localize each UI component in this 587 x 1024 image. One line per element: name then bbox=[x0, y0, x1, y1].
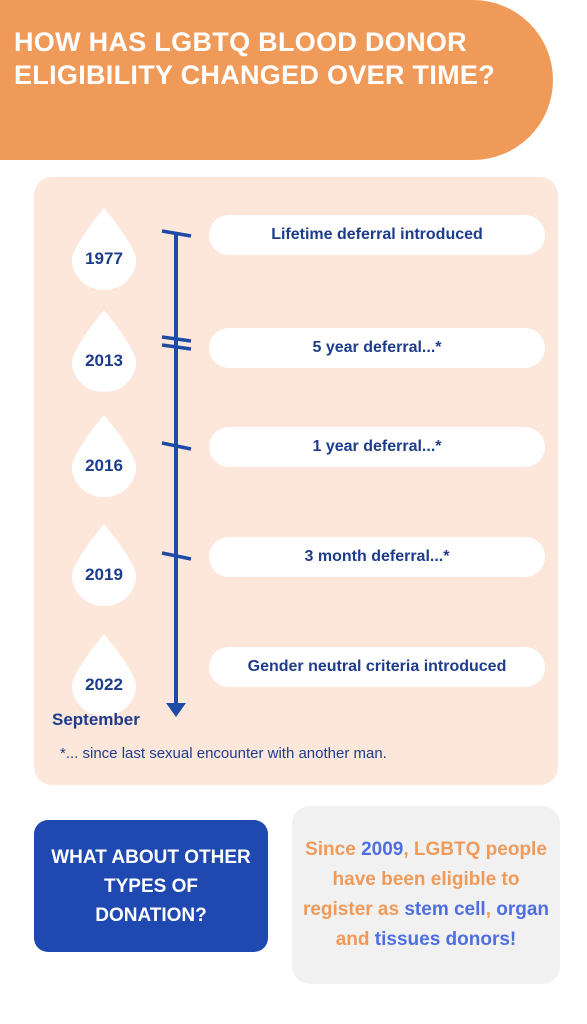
year-label: 2013 bbox=[85, 351, 123, 370]
year-label: 1977 bbox=[85, 249, 123, 268]
info-text-part: , LGBTQ people have been eligible to reg… bbox=[302, 839, 547, 920]
page-title: HOW HAS LGBTQ BLOOD DONOR ELIGIBILITY CH… bbox=[14, 27, 496, 90]
year-drop-2013: 2013 bbox=[72, 308, 136, 392]
year-label: 2016 bbox=[85, 456, 123, 475]
question-text: WHAT ABOUT OTHER TYPES OF DONATION? bbox=[51, 846, 251, 926]
droplet-icon bbox=[72, 634, 136, 716]
year-drop-2016: 2016 bbox=[72, 413, 136, 497]
year-label: 2019 bbox=[85, 565, 123, 584]
event-pill-2016: 1 year deferral...* bbox=[209, 427, 545, 467]
droplet-icon bbox=[72, 310, 136, 392]
droplet-icon bbox=[72, 524, 136, 606]
info-text-part: Since bbox=[305, 839, 362, 860]
footnote: *... since last sexual encounter with an… bbox=[60, 745, 387, 762]
year-label: 2022 bbox=[85, 675, 123, 694]
info-year-highlight: 2009 bbox=[361, 839, 404, 860]
info-box: Since 2009, LGBTQ people have been eligi… bbox=[292, 806, 560, 984]
info-text-part: , bbox=[485, 899, 497, 920]
info-organ-highlight: organ bbox=[496, 899, 550, 920]
droplet-icon bbox=[72, 208, 136, 290]
info-tissues-highlight: tissues donors! bbox=[374, 929, 517, 950]
info-text: Since 2009, LGBTQ people have been eligi… bbox=[301, 835, 551, 955]
question-box: WHAT ABOUT OTHER TYPES OF DONATION? bbox=[34, 820, 268, 952]
event-pill-2022: Gender neutral criteria introduced bbox=[209, 647, 545, 687]
timeline-end-label: September bbox=[52, 710, 140, 729]
event-pill-1977: Lifetime deferral introduced bbox=[209, 215, 545, 255]
year-drop-1977: 1977 bbox=[72, 206, 136, 290]
info-stem-cell-highlight: stem cell bbox=[404, 899, 486, 920]
header-banner: HOW HAS LGBTQ BLOOD DONOR ELIGIBILITY CH… bbox=[0, 0, 553, 160]
droplet-icon bbox=[72, 415, 136, 497]
year-drop-2022: 2022 bbox=[72, 632, 136, 716]
info-text-part: and bbox=[335, 929, 375, 950]
year-drop-2019: 2019 bbox=[72, 522, 136, 606]
event-pill-2019: 3 month deferral...* bbox=[209, 537, 545, 577]
event-pill-2013: 5 year deferral...* bbox=[209, 328, 545, 368]
